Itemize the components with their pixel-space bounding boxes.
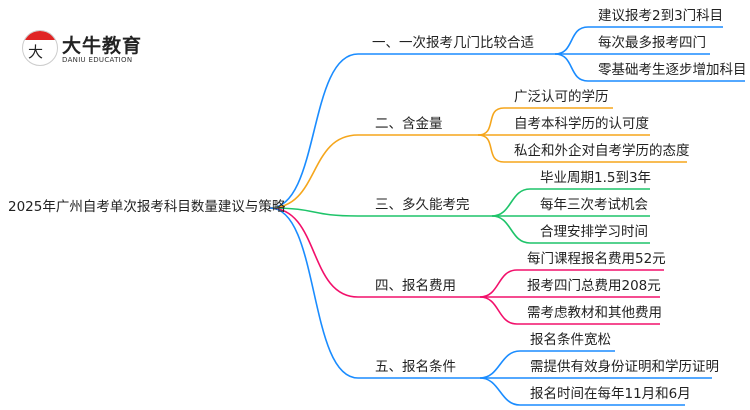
branch-node: 二、含金量	[375, 116, 443, 132]
branch-leaf-link	[554, 53, 745, 82]
logo-mark-icon: 大牛	[22, 30, 58, 66]
root-branch-link	[269, 134, 478, 209]
branch-leaf-link	[491, 188, 650, 217]
root-branch-link	[269, 207, 492, 217]
leaf-node: 每门课程报名费用52元	[527, 251, 666, 267]
branch-leaf-link	[479, 350, 615, 379]
leaf-node: 零基础考生逐步增加科目	[598, 62, 747, 78]
logo-name: 大牛教育	[62, 35, 143, 57]
leaf-node: 自考本科学历的认可度	[514, 116, 649, 132]
branch-leaf-link	[479, 269, 664, 298]
root-branch-link	[269, 207, 480, 379]
leaf-node: 报名条件宽松	[530, 332, 611, 348]
leaf-node: 每次最多报考四门	[598, 35, 706, 51]
branch-leaf-link	[554, 26, 723, 55]
leaf-node: 需提供有效身份证明和学历证明	[530, 359, 719, 375]
branch-node: 一、一次报考几门比较合适	[372, 35, 534, 51]
leaf-node: 合理安排学习时间	[540, 224, 648, 240]
leaf-node: 毕业周期1.5到3年	[540, 170, 652, 186]
branch-node: 五、报名条件	[375, 359, 456, 375]
logo-mark-text: 大牛	[28, 43, 44, 65]
leaf-node: 广泛认可的学历	[514, 89, 609, 105]
leaf-node: 报名时间在每年11月和6月	[530, 386, 691, 402]
leaf-node: 报考四门总费用208元	[527, 278, 661, 294]
logo: 大牛 大牛教育 DANIU EDUCATION	[22, 28, 142, 70]
leaf-node: 建议报考2到3门科目	[598, 8, 724, 24]
branch-leaf-link	[491, 215, 650, 244]
branch-leaf-link	[479, 296, 660, 325]
root-branch-link	[269, 207, 480, 298]
leaf-node: 每年三次考试机会	[540, 197, 648, 213]
root-node: 2025年广州自考单次报考科目数量建议与策略	[8, 199, 286, 215]
logo-subtitle: DANIU EDUCATION	[62, 56, 133, 64]
leaf-node: 私企和外企对自考学历的态度	[514, 143, 690, 159]
branch-node: 四、报名费用	[375, 278, 456, 294]
branch-leaf-link	[477, 107, 613, 136]
leaf-node: 需考虑教材和其他费用	[527, 305, 662, 321]
branch-leaf-link	[479, 377, 685, 406]
root-branch-link	[269, 53, 555, 209]
branch-node: 三、多久能考完	[375, 197, 470, 213]
branch-leaf-link	[477, 134, 687, 163]
